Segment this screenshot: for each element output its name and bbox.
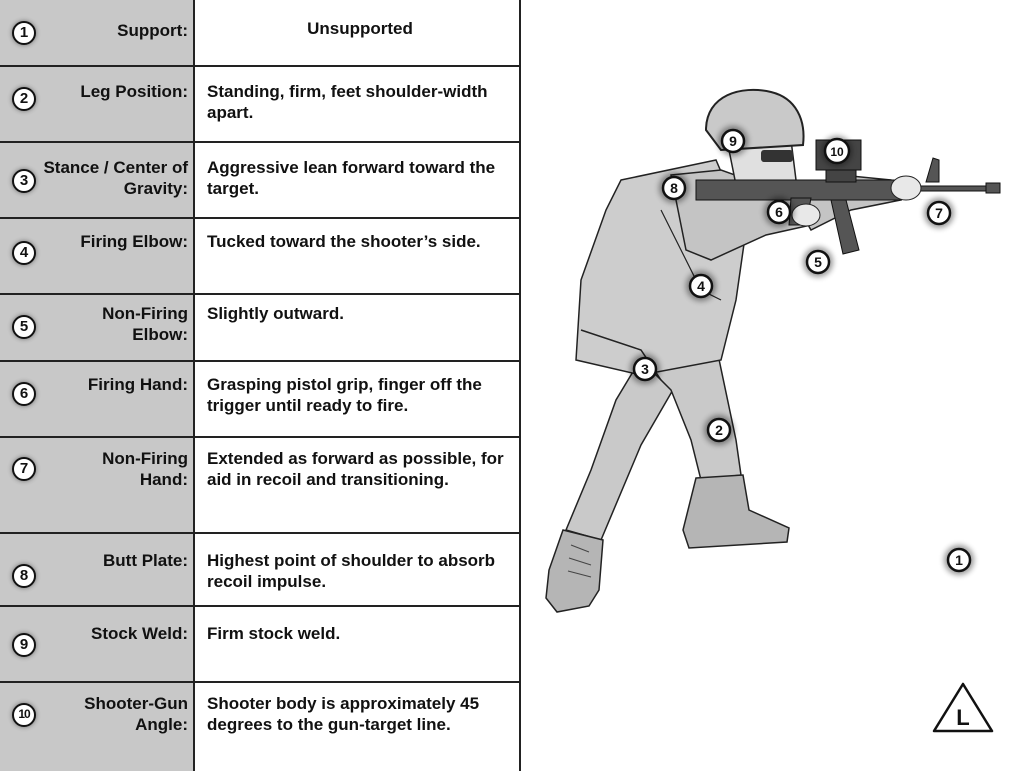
table-row: 5 Non-Firing Elbow: Slightly outward. bbox=[0, 295, 519, 362]
row-label-cell: 7 Non-Firing Hand: bbox=[0, 438, 195, 532]
rifle-icon bbox=[695, 139, 1001, 255]
row-label: Support: bbox=[117, 21, 188, 40]
callout-2: 2 bbox=[704, 415, 734, 445]
svg-text:4: 4 bbox=[697, 278, 705, 294]
row-label: Non-Firing Hand: bbox=[102, 449, 188, 489]
row-value: Standing, firm, feet shoulder-width apar… bbox=[207, 82, 488, 122]
shooter-illustration: 1 2 3 4 5 6 7 bbox=[545, 88, 1001, 733]
callout-7: 7 bbox=[924, 198, 954, 228]
svg-text:3: 3 bbox=[641, 361, 649, 377]
row-value: Aggressive lean forward toward the targe… bbox=[207, 158, 496, 198]
rear-boot-icon bbox=[545, 529, 604, 613]
firing-hand bbox=[791, 203, 821, 227]
row-label: Stock Weld: bbox=[91, 624, 188, 643]
table-row: 8 Butt Plate: Highest point of shoulder … bbox=[0, 534, 519, 607]
row-label: Leg Position: bbox=[80, 82, 188, 101]
row-label-cell: 2 Leg Position: bbox=[0, 67, 195, 141]
row-label: Butt Plate: bbox=[103, 551, 188, 570]
table-row: 4 Firing Elbow: Tucked toward the shoote… bbox=[0, 219, 519, 295]
svg-text:1: 1 bbox=[955, 552, 963, 568]
row-label-cell: 6 Firing Hand: bbox=[0, 362, 195, 436]
row-value: Firm stock weld. bbox=[207, 624, 341, 643]
table-row: 1 Support: Unsupported bbox=[0, 0, 519, 67]
svg-text:9: 9 bbox=[729, 133, 737, 149]
callout-5: 5 bbox=[803, 247, 833, 277]
callout-3: 3 bbox=[630, 354, 660, 384]
level-badge-icon: L bbox=[932, 682, 994, 733]
callout-number: 7 bbox=[12, 457, 36, 481]
row-label-cell: 9 Stock Weld: bbox=[0, 607, 195, 681]
row-label: Stance / Center of Gravity: bbox=[43, 158, 188, 198]
support-hand bbox=[890, 175, 922, 201]
callout-number: 10 bbox=[12, 703, 36, 727]
row-value: Highest point of shoulder to absorb reco… bbox=[207, 551, 496, 591]
row-value: Unsupported bbox=[307, 19, 413, 38]
table-row: 6 Firing Hand: Grasping pistol grip, fin… bbox=[0, 362, 519, 438]
row-value: Grasping pistol grip, finger off the tri… bbox=[207, 375, 482, 415]
shooter-figure: 1 2 3 4 5 6 7 bbox=[521, 0, 1023, 771]
callout-6: 6 bbox=[764, 197, 794, 227]
row-value: Extended as forward as possible, for aid… bbox=[207, 449, 504, 489]
row-label-cell: 1 Support: bbox=[0, 0, 195, 65]
svg-text:6: 6 bbox=[775, 204, 783, 220]
row-label-cell: 4 Firing Elbow: bbox=[0, 219, 195, 293]
callout-number: 5 bbox=[12, 315, 36, 339]
callout-9: 9 bbox=[718, 126, 748, 156]
callout-number: 1 bbox=[12, 21, 36, 45]
svg-text:8: 8 bbox=[670, 180, 678, 196]
svg-text:2: 2 bbox=[715, 422, 723, 438]
svg-text:7: 7 bbox=[935, 205, 943, 221]
goggles-icon bbox=[761, 150, 793, 162]
callout-10: 10 bbox=[822, 136, 852, 166]
callout-number: 2 bbox=[12, 87, 36, 111]
table-row: 7 Non-Firing Hand: Extended as forward a… bbox=[0, 438, 519, 534]
callout-number: 4 bbox=[12, 241, 36, 265]
row-label-cell: 3 Stance / Center of Gravity: bbox=[0, 143, 195, 217]
table-row: 9 Stock Weld: Firm stock weld. bbox=[0, 607, 519, 683]
row-label: Shooter-Gun Angle: bbox=[84, 694, 188, 734]
row-label: Non-Firing Elbow: bbox=[102, 304, 188, 344]
front-boot-icon bbox=[682, 474, 790, 549]
callout-number: 9 bbox=[12, 633, 36, 657]
callout-1: 1 bbox=[944, 545, 974, 575]
callout-number: 8 bbox=[12, 564, 36, 588]
callout-number: 6 bbox=[12, 382, 36, 406]
position-table: 1 Support: Unsupported 2 Leg Position: S… bbox=[0, 0, 521, 771]
table-row: 10 Shooter-Gun Angle: Shooter body is ap… bbox=[0, 683, 519, 771]
callout-4: 4 bbox=[686, 271, 716, 301]
svg-text:5: 5 bbox=[814, 254, 822, 270]
callout-8: 8 bbox=[659, 173, 689, 203]
row-label-cell: 5 Non-Firing Elbow: bbox=[0, 295, 195, 360]
table-row: 3 Stance / Center of Gravity: Aggressive… bbox=[0, 143, 519, 219]
row-label: Firing Elbow: bbox=[80, 232, 188, 251]
row-value: Slightly outward. bbox=[207, 304, 344, 323]
callout-number: 3 bbox=[12, 169, 36, 193]
table-row: 2 Leg Position: Standing, firm, feet sho… bbox=[0, 67, 519, 143]
row-label-cell: 8 Butt Plate: bbox=[0, 534, 195, 605]
row-label: Firing Hand: bbox=[87, 375, 188, 394]
svg-text:L: L bbox=[956, 705, 969, 730]
svg-text:10: 10 bbox=[830, 145, 844, 159]
row-value: Shooter body is approximately 45 degrees… bbox=[207, 694, 480, 734]
row-label-cell: 10 Shooter-Gun Angle: bbox=[0, 683, 195, 771]
row-value: Tucked toward the shooter’s side. bbox=[207, 232, 481, 251]
